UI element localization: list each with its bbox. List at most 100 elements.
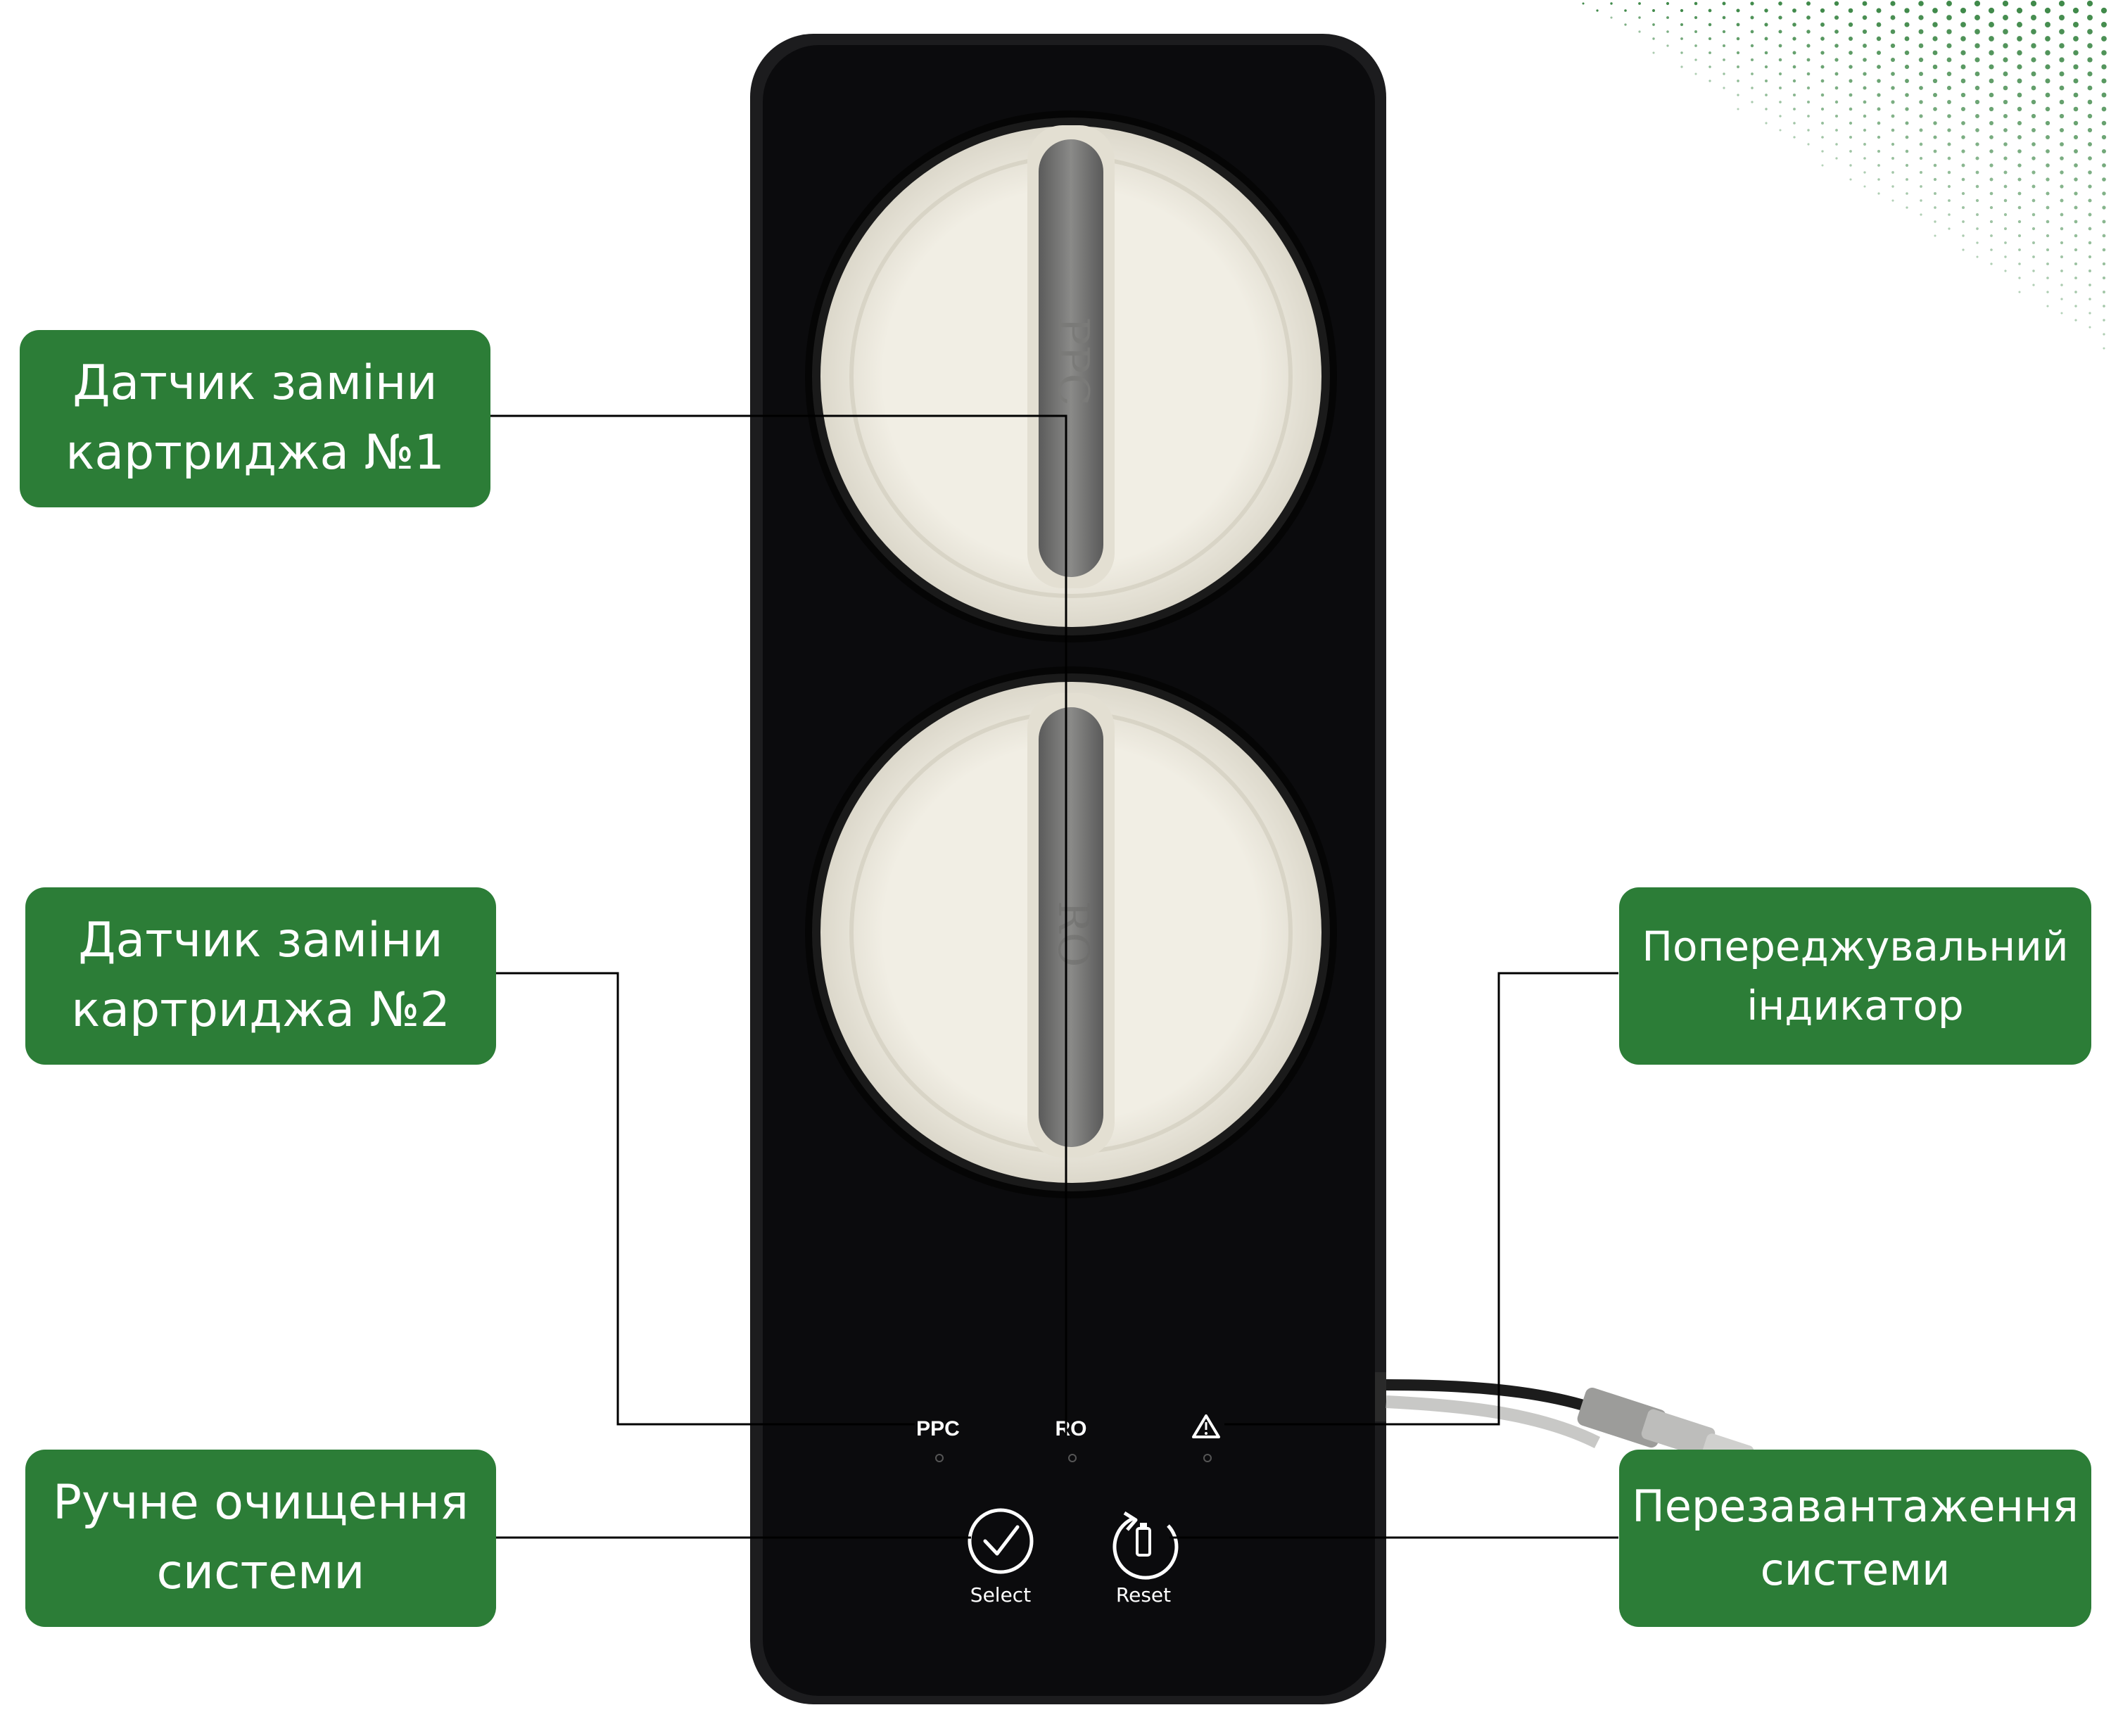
pattern-dot [2087,29,2093,34]
pattern-dot [2102,234,2106,238]
pattern-dot [1666,1,1670,6]
pattern-dot [2101,50,2107,56]
pattern-dot [2031,15,2036,20]
pattern-dot [1946,15,1952,20]
pattern-dot [1961,149,1965,153]
pattern-dot [1722,15,1726,20]
pattern-dot [1904,22,1910,27]
pattern-dot [2058,0,2065,7]
pattern-dot [1638,30,1641,33]
pattern-dot [1933,121,1937,125]
pattern-dot [2017,22,2022,27]
pattern-dot [2046,234,2050,238]
pattern-dot [1863,72,1867,76]
pattern-dot [2103,333,2105,336]
pattern-dot [1934,220,1936,223]
pattern-dot [1849,93,1853,97]
pattern-dot [1820,37,1825,41]
pattern-dot [1933,163,1937,167]
pattern-dot [1975,156,1979,160]
pattern-dot [1848,36,1853,42]
pattern-dot [1680,37,1683,40]
pattern-dot [1934,206,1936,209]
pattern-dot [1932,22,1938,27]
pattern-dot [1778,30,1782,34]
pattern-dot [2101,92,2107,98]
pattern-dot [1820,51,1825,55]
pattern-dot [1974,43,1980,49]
pattern-dot [1960,64,1966,70]
pattern-dot [1751,87,1754,89]
pattern-dot [2017,78,2022,84]
pattern-dot [2017,149,2022,153]
cartridge-icon [1136,1523,1151,1557]
pattern-dot [1934,192,1936,195]
pattern-dot [1989,149,1993,153]
pattern-dot [2060,312,2063,315]
pattern-dot [1877,93,1881,97]
pattern-dot [1960,7,1967,14]
pattern-dot [1750,15,1754,20]
pattern-dot [2017,163,2022,167]
pattern-dot [2046,191,2050,196]
pattern-dot [1680,8,1684,13]
pattern-dot [2017,64,2022,70]
pattern-dot [2074,248,2078,252]
pattern-dot [2031,184,2036,189]
pattern-dot [1933,107,1937,111]
pattern-dot [1990,234,1993,237]
pattern-dot [2088,298,2091,300]
pattern-dot [1975,198,1979,203]
pattern-dot [2073,36,2079,42]
pattern-dot [1975,142,1979,146]
pattern-dot [1750,44,1754,48]
pattern-dot [1778,15,1782,20]
pattern-dot [1934,234,1936,237]
pattern-dot [1806,15,1811,20]
pattern-dot [1877,79,1881,83]
pattern-dot [1680,65,1683,68]
checkmark-icon [983,1525,1020,1556]
pattern-dot [2046,220,2050,224]
pattern-dot [2102,205,2106,210]
pattern-dot [1750,58,1754,62]
leader-line-cartridge-1 [489,414,1067,1436]
pattern-dot [2101,120,2107,126]
pattern-dot [1582,2,1585,5]
select-button[interactable] [968,1508,1034,1574]
pattern-dot [1848,8,1853,13]
pattern-dot [2016,7,2023,14]
reset-button[interactable] [1112,1511,1179,1580]
pattern-dot [1792,93,1796,97]
pattern-dot [1863,100,1867,104]
pattern-dot [1891,171,1894,174]
pattern-dot [1806,86,1811,90]
pattern-dot [2103,305,2105,308]
pattern-dot [2101,78,2107,84]
pattern-dot [1596,9,1599,12]
pattern-dot [2046,177,2050,182]
pattern-dot [1834,1,1839,6]
pattern-dot [1918,57,1924,63]
pattern-dot [2059,29,2065,34]
pattern-dot [1778,72,1782,76]
pattern-dot [1750,1,1754,6]
pattern-dot [2017,36,2022,42]
pattern-dot [1737,94,1739,96]
pattern-dot [2046,262,2049,265]
pattern-dot [1946,85,1952,91]
pattern-dot [1723,87,1725,89]
pattern-dot [2045,120,2050,126]
pattern-dot [1933,135,1937,139]
pattern-dot [2003,198,2008,203]
pattern-dot [1863,58,1867,62]
pattern-dot [1906,192,1908,195]
pattern-dot [1764,79,1768,83]
pattern-dot [2074,205,2078,210]
pattern-dot [1737,65,1739,68]
pattern-dot [2088,284,2091,286]
pattern-dot [1778,58,1782,62]
pattern-dot [2017,234,2022,238]
pattern-dot [2045,22,2050,27]
